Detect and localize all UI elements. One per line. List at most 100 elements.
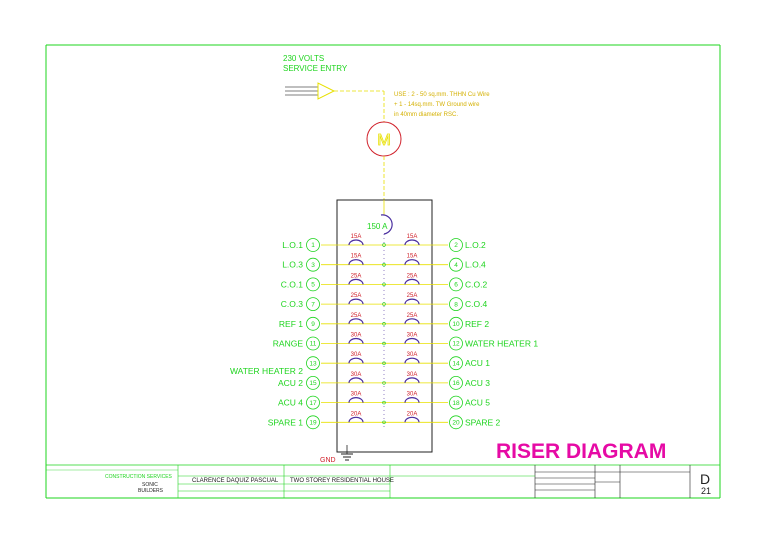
left-breaker	[348, 318, 364, 324]
bus-connection	[382, 400, 386, 405]
wire-note-line-3: in 40mm diameter RSC.	[394, 112, 458, 118]
left-circuit-number-circle	[306, 375, 320, 390]
right-circuit-number: 20	[452, 420, 460, 427]
left-circuit-number-circle	[306, 395, 320, 410]
left-circuit-number-circle	[306, 356, 320, 371]
right-breaker-rating: 25A	[407, 313, 418, 319]
left-circuit-label: RANGE	[273, 339, 304, 349]
service-voltage: 230 VOLTS	[283, 54, 324, 63]
right-breaker	[404, 397, 420, 403]
left-breaker-rating: 30A	[351, 333, 362, 339]
bus-connection	[382, 282, 386, 287]
right-circuit-number-circle	[449, 336, 463, 351]
left-breaker-rating: 30A	[351, 372, 362, 378]
right-circuit-label: SPARE 2	[465, 417, 501, 427]
right-breaker-rating: 15A	[407, 254, 418, 260]
right-breaker	[404, 259, 420, 265]
right-breaker	[404, 416, 420, 423]
sheet-number: 21	[701, 486, 711, 496]
bus-connection	[382, 302, 386, 306]
left-circuit-number: 19	[309, 420, 317, 427]
left-circuit-label: WATER HEATER 2	[230, 366, 303, 376]
right-circuit-number-circle	[449, 356, 463, 371]
left-circuit-number-circle	[306, 277, 320, 292]
right-circuit-label: WATER HEATER 1	[465, 339, 538, 349]
right-circuit-label: C.O.2	[465, 279, 487, 289]
meter-symbol: M	[366, 121, 402, 157]
right-breaker	[404, 298, 420, 305]
right-breaker-rating: 15A	[407, 234, 418, 240]
right-circuit-number: 14	[452, 360, 460, 367]
left-breaker	[348, 416, 364, 423]
bus-connection	[382, 381, 386, 385]
left-circuit-number: 17	[309, 400, 317, 407]
service-entry-arrow	[285, 82, 385, 122]
project-name: TWO STOREY RESIDENTIAL HOUSE	[290, 478, 394, 484]
left-circuit-number: 9	[311, 321, 315, 328]
bus-connection	[382, 243, 386, 247]
right-breaker-rating: 25A	[407, 273, 418, 279]
left-circuit-label: REF 1	[279, 319, 303, 329]
right-breaker	[404, 377, 420, 384]
right-circuit-number-circle	[449, 316, 463, 331]
left-breaker	[348, 397, 364, 403]
left-breaker-rating: 15A	[351, 234, 362, 240]
right-circuit-label: ACU 1	[465, 358, 490, 368]
right-circuit-number: 10	[452, 321, 460, 328]
right-breaker	[404, 337, 420, 344]
left-breaker-rating: 30A	[351, 352, 362, 358]
right-circuit-number: 6	[454, 282, 458, 289]
left-circuit-number: 11	[310, 341, 317, 348]
diagram-title: RISER DIAGRAM	[496, 440, 666, 463]
right-circuit-number: 16	[452, 380, 460, 387]
wire-note-line-2: + 1 - 14sq.mm. TW Ground wire	[394, 102, 480, 108]
left-circuit-label: ACU 2	[278, 378, 303, 388]
left-breaker-rating: 25A	[351, 293, 362, 299]
left-breaker	[348, 239, 364, 246]
bus-connection	[382, 322, 386, 326]
right-breaker-rating: 30A	[407, 333, 418, 339]
left-breaker	[348, 259, 364, 265]
left-circuit-number-circle	[306, 257, 320, 272]
left-breaker-rating: 25A	[351, 273, 362, 279]
left-circuit-number: 1	[311, 242, 315, 249]
left-breaker-rating: 20A	[351, 411, 362, 417]
left-circuit-number: 13	[309, 360, 317, 367]
right-circuit-label: L.O.2	[465, 240, 486, 250]
ground-label: GND	[320, 457, 336, 464]
right-circuit-number-circle	[449, 415, 463, 430]
right-circuit-number-circle	[449, 257, 463, 272]
sheet-letter: D	[700, 471, 710, 487]
right-circuit-label: REF 2	[465, 319, 489, 329]
left-circuit-number: 7	[311, 301, 315, 308]
right-breaker	[404, 278, 420, 285]
company-heading: CONSTRUCTION SERVICES	[105, 474, 173, 480]
left-circuit-number: 15	[309, 380, 317, 387]
left-breaker-rating: 30A	[351, 392, 362, 398]
left-circuit-number-circle	[306, 238, 320, 252]
right-breaker-rating: 20A	[407, 411, 418, 417]
left-breaker	[348, 377, 364, 384]
left-circuit-label: C.O.1	[281, 279, 303, 289]
left-circuit-label: L.O.1	[282, 240, 303, 250]
left-circuit-number-circle	[306, 297, 320, 312]
right-circuit-number: 8	[454, 301, 458, 308]
wire-note-line-1: USE : 2 - 50 sq.mm. THHN Cu Wire	[394, 92, 490, 98]
right-circuit-number: 4	[454, 262, 458, 269]
left-breaker	[348, 337, 364, 344]
left-circuit-label: ACU 4	[278, 398, 303, 408]
left-circuit-number: 3	[311, 262, 315, 269]
left-circuit-label: L.O.3	[282, 260, 303, 270]
left-circuit-label: C.O.3	[281, 299, 303, 309]
right-circuit-label: ACU 5	[465, 398, 490, 408]
bus-connection	[382, 263, 386, 267]
left-circuit-number: 5	[311, 282, 315, 289]
meter-letter: M	[377, 132, 390, 149]
